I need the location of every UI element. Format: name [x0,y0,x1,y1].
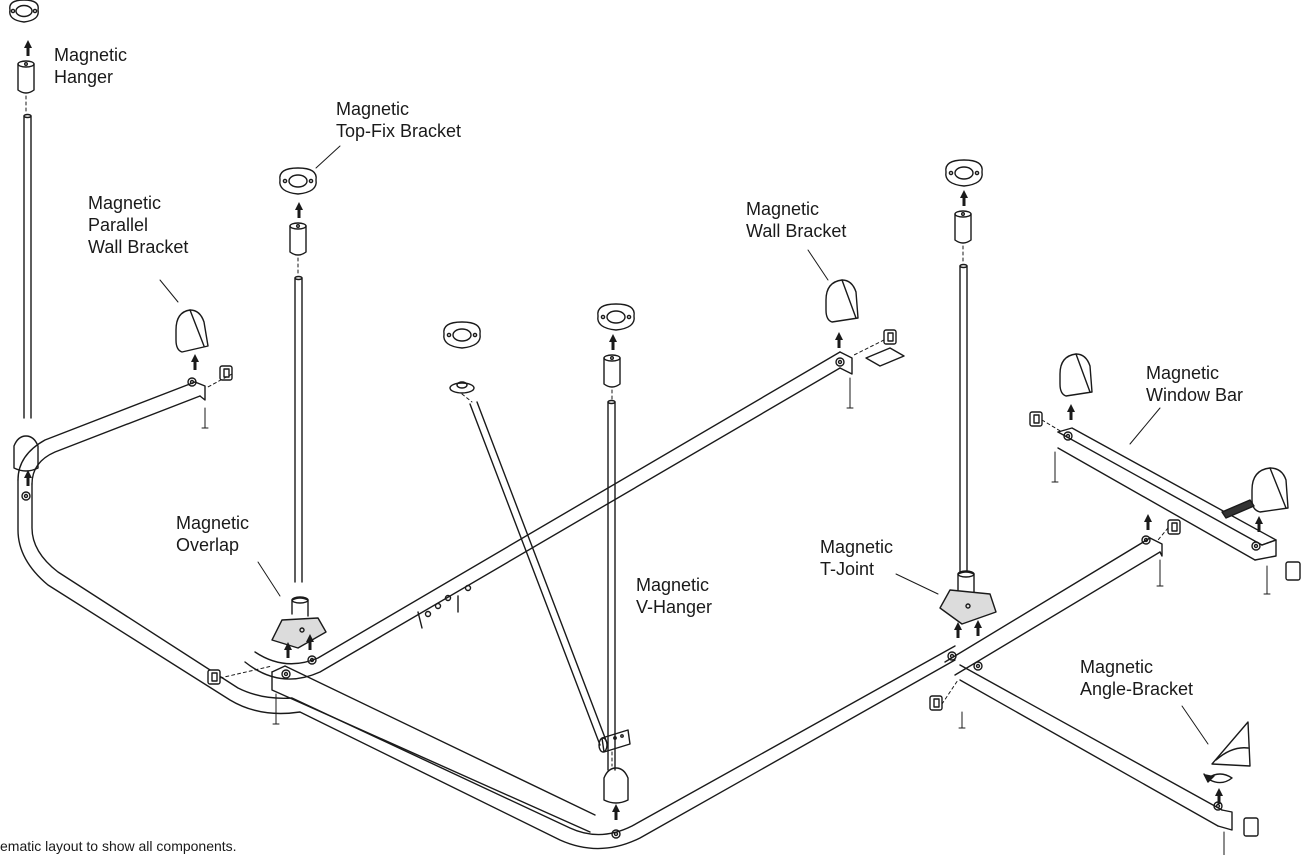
main-curved-rail [17,381,956,850]
label-line: Magnetic [746,199,820,219]
label-line: Wall Bracket [746,221,847,241]
window-bar-bracket-left [1059,353,1093,397]
parallel-wall-bracket [175,309,209,353]
label-line: Magnetic [1080,657,1154,677]
inner-curved-rail [244,351,853,680]
v-hanger-plate-left [443,321,481,349]
t-joint-block [939,570,997,625]
window-bar-rail [1057,427,1277,561]
label-line: V-Hanger [636,597,713,617]
end-cap-window-right [1285,561,1301,581]
label-magnetic-window-bar: Magnetic Window Bar [1146,362,1243,406]
hanger-bottom-block [13,435,39,472]
leader-lines [159,145,1209,745]
wall-bracket [825,279,859,323]
label-magnetic-hanger: Magnetic Hanger [54,44,127,88]
assembly-arrows [24,40,1263,820]
v-hanger-swivel [449,381,475,394]
assembly-guides [25,95,1169,767]
label-magnetic-t-joint: Magnetic T-Joint [820,536,893,580]
label-line: Magnetic [176,513,250,533]
label-magnetic-wall-bracket: Magnetic Wall Bracket [746,198,846,242]
footnote: ematic layout to show all components. [0,838,237,854]
angle-rail [959,664,1233,831]
v-hanger-pole [607,399,616,771]
label-magnetic-v-hanger: Magnetic V-Hanger [636,574,712,618]
label-line: T-Joint [820,559,875,579]
label-magnetic-parallel-wall-bracket: Magnetic Parallel Wall Bracket [88,192,188,258]
end-cap-angle [1243,817,1259,837]
t-joint-cylinder [954,210,972,244]
label-line: Magnetic [820,537,894,557]
label-line: Window Bar [1146,385,1244,405]
label-line: Magnetic [336,99,410,119]
top-fix-pole [294,275,303,583]
label-line: Magnetic [1146,363,1220,383]
label-line: Hanger [54,67,114,87]
t-joint-pole [959,263,968,573]
t-joint-plate [945,159,983,187]
label-line: Magnetic [88,193,162,213]
end-cap-parallel [219,365,233,381]
hanger-top-plate [9,0,39,23]
overlap-block [271,596,327,649]
top-fix-cylinder [289,222,307,256]
v-hanger-cylinder [603,354,621,388]
end-cap-window-left [1029,411,1043,427]
label-line: Top-Fix Bracket [336,121,462,141]
end-cap-left [207,669,221,685]
v-hanger-diagonal-pole [469,401,608,746]
label-line: Angle-Bracket [1080,679,1194,699]
label-line: Magnetic [636,575,710,595]
screws [201,377,1271,856]
angle-bracket [1211,721,1251,767]
label-magnetic-overlap: Magnetic Overlap [176,512,249,556]
v-hanger-bottom-block [603,767,629,804]
window-bar-bracket-right [1251,467,1289,513]
rotate-arrow [1203,773,1233,784]
end-cap-center [929,695,943,711]
end-cap-t-joint [1167,519,1181,535]
end-cap-wall [865,329,905,367]
window-bar-clip [1221,499,1255,519]
top-fix-plate [279,167,317,195]
rail-holes [21,357,1261,839]
t-joint-rail [944,537,1163,676]
hanger-pole [23,113,32,419]
label-magnetic-angle-bracket: Magnetic Angle-Bracket [1080,656,1193,700]
label-line: Magnetic [54,45,128,65]
label-magnetic-top-fix-bracket: Magnetic Top-Fix Bracket [336,98,461,142]
v-hanger-plate-right [597,303,635,331]
hanger-cylinder-top [17,60,35,94]
v-hanger-joint [598,729,631,753]
label-line: Wall Bracket [88,237,189,257]
front-rail [271,665,596,833]
label-line: Overlap [176,535,240,555]
label-line: Parallel [88,215,149,235]
